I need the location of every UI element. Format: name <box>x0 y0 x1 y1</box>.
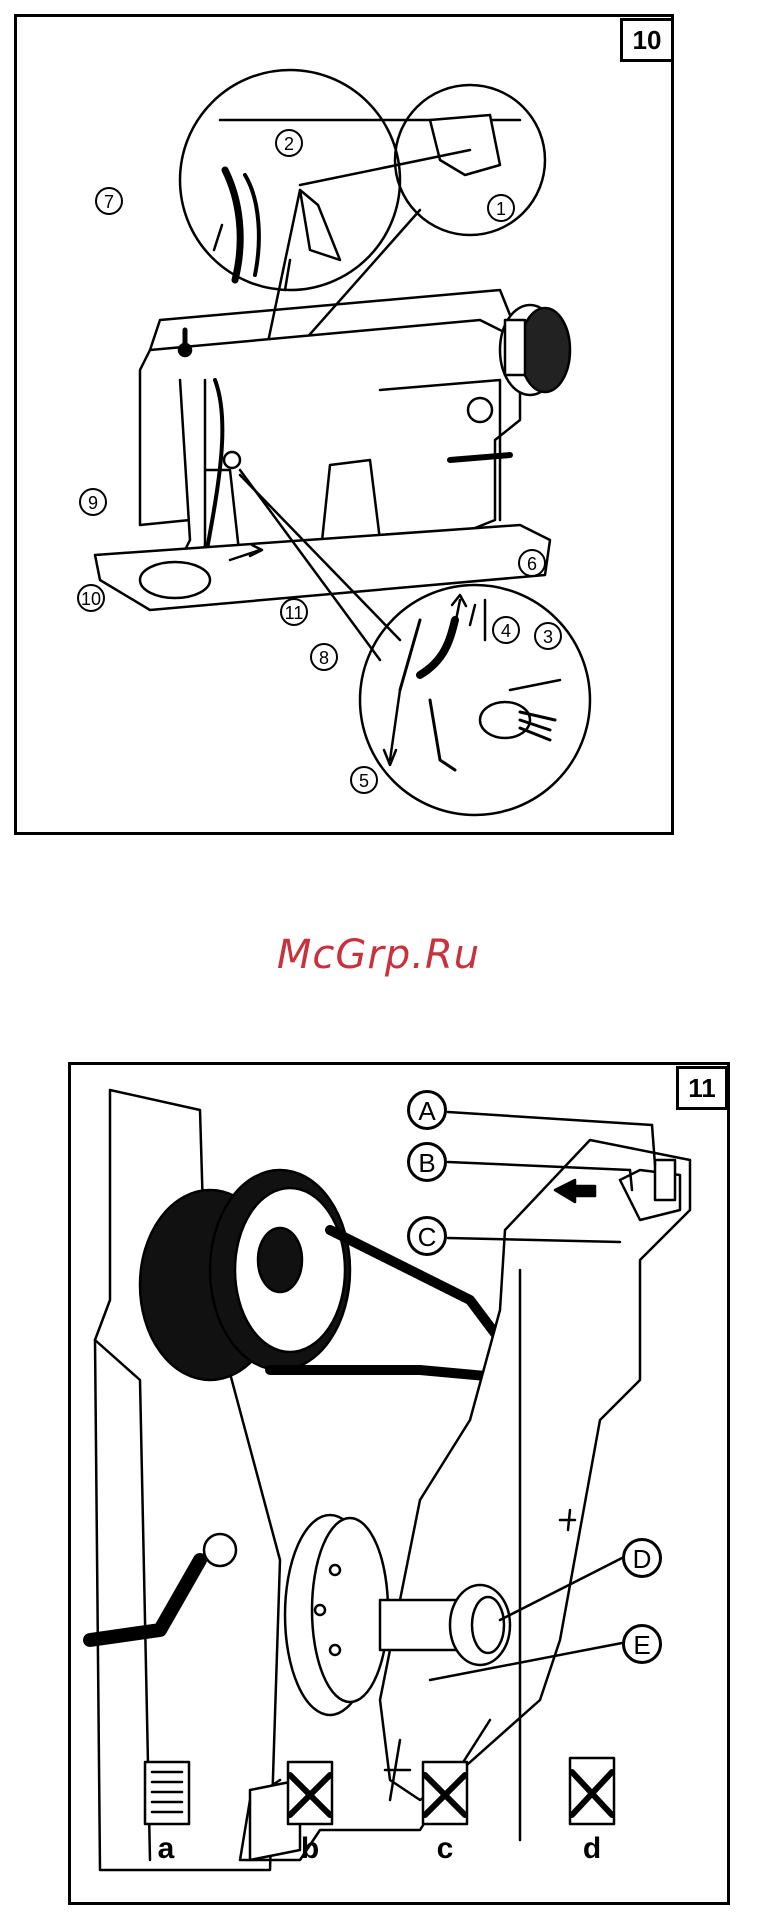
bobbin-sample-d <box>570 1758 614 1824</box>
bobbin-label-c: c <box>425 1832 465 1866</box>
callout-D: D <box>622 1538 662 1578</box>
figure-11-badge: 11 <box>676 1066 728 1110</box>
callout-A: A <box>407 1090 447 1130</box>
bobbin-sample-c <box>423 1762 467 1824</box>
bobbin-label-a: a <box>146 1832 186 1866</box>
callout-E: E <box>622 1624 662 1664</box>
bobbin-sample-b <box>288 1762 332 1824</box>
bobbin-label-b: b <box>290 1832 330 1866</box>
bobbin-label-d: d <box>572 1832 612 1866</box>
callout-C: C <box>407 1216 447 1256</box>
callout-B: B <box>407 1142 447 1182</box>
bobbin-sample-a <box>145 1762 189 1824</box>
